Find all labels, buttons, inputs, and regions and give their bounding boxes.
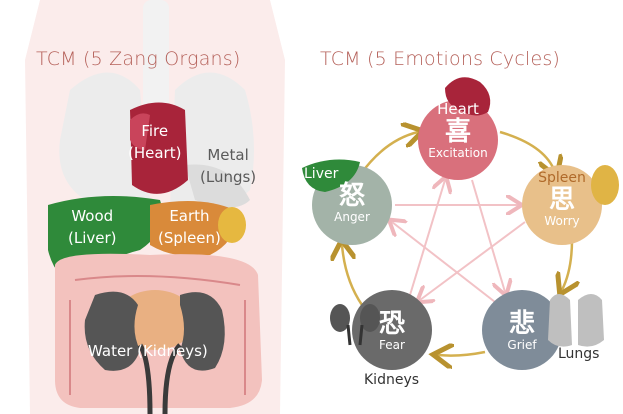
liver-icon (302, 159, 360, 192)
organ-label-metal: Metal (Lungs) (200, 144, 256, 188)
lung-lower (185, 164, 250, 208)
node-liver-text: 怒 Anger (312, 182, 392, 224)
chinese-character: 恐 (378, 309, 405, 339)
chinese-character: 怒 (338, 181, 365, 211)
element-name: Earth (169, 207, 210, 225)
organ-name: (Spleen) (158, 229, 221, 247)
zang-organs-panel: TCM (5 Zang Organs) Fire (Heart) Metal (… (0, 0, 310, 414)
organ-label-kidneys: Kidneys (364, 372, 420, 388)
cycle-diagram (300, 0, 619, 370)
emotion-label: Worry (544, 214, 580, 228)
spleen-organ (218, 207, 246, 243)
organ-label-water: Water (Kidneys) (88, 342, 208, 360)
element-name: Wood (71, 207, 114, 225)
emotion-label: Anger (334, 210, 370, 224)
emotion-label: Grief (507, 338, 537, 352)
arrow-lungs-to-kidneys (438, 352, 486, 356)
organ-label-earth: Earth (Spleen) (158, 205, 221, 249)
organ-label-wood: Wood (Liver) (68, 205, 117, 249)
organ-label: Spleen (538, 170, 586, 186)
node-spleen-text: Spleen 思 Worry (522, 170, 602, 228)
node-heart-text: Heart 喜 Excitation (418, 100, 498, 160)
right-kidney (180, 292, 225, 371)
zang-organs-title: TCM (5 Zang Organs) (36, 48, 241, 70)
organ-label-lungs: Lungs (558, 346, 600, 362)
arrow-heart-to-spleen (499, 130, 555, 172)
arrow-liver-to-heart (358, 132, 418, 176)
controlling-cycle (392, 180, 525, 302)
emotion-label: Excitation (428, 146, 488, 160)
node-spleen (522, 165, 602, 245)
node-lungs-text: 悲 Grief (482, 310, 562, 352)
left-lung (59, 72, 150, 205)
organ-label: Heart (437, 100, 479, 118)
element-name: Metal (207, 146, 249, 164)
arrow-kidneys-to-liver (342, 245, 364, 306)
organ-label-liver: Liver (304, 166, 339, 182)
organ-name: (Liver) (68, 229, 117, 247)
arrow-kidneys-to-heart (409, 180, 445, 296)
emotion-label: Fear (379, 338, 405, 352)
arrow-spleen-to-lungs (562, 239, 572, 290)
node-heart (418, 100, 498, 180)
chinese-character: 喜 (444, 117, 471, 147)
node-lungs (482, 290, 562, 370)
element-name: Fire (141, 122, 169, 140)
body-illustration (25, 0, 285, 414)
lungs-icon (548, 294, 604, 347)
organ-label-fire: Fire (Heart) (128, 120, 181, 164)
chinese-character: 悲 (508, 309, 535, 339)
trachea (143, 0, 169, 110)
chinese-character: 思 (548, 185, 575, 215)
stomach-organ (150, 201, 236, 257)
emotions-cycle-panel: TCM (5 Emotions Cycles) Heart 喜 Excitati… (300, 0, 623, 414)
organ-name: (Heart) (128, 144, 182, 162)
arrow-lungs-to-liver (392, 222, 496, 303)
node-kidneys-text: 恐 Fear (352, 310, 432, 352)
kidneys-icon (330, 304, 380, 346)
heart-icon (445, 77, 491, 116)
left-kidney (84, 291, 140, 371)
arrow-spleen-to-kidneys (420, 221, 526, 300)
organ-name: (Lungs) (200, 168, 257, 186)
emotions-cycle-title: TCM (5 Emotions Cycles) (320, 48, 561, 70)
spleen-icon (591, 165, 619, 205)
